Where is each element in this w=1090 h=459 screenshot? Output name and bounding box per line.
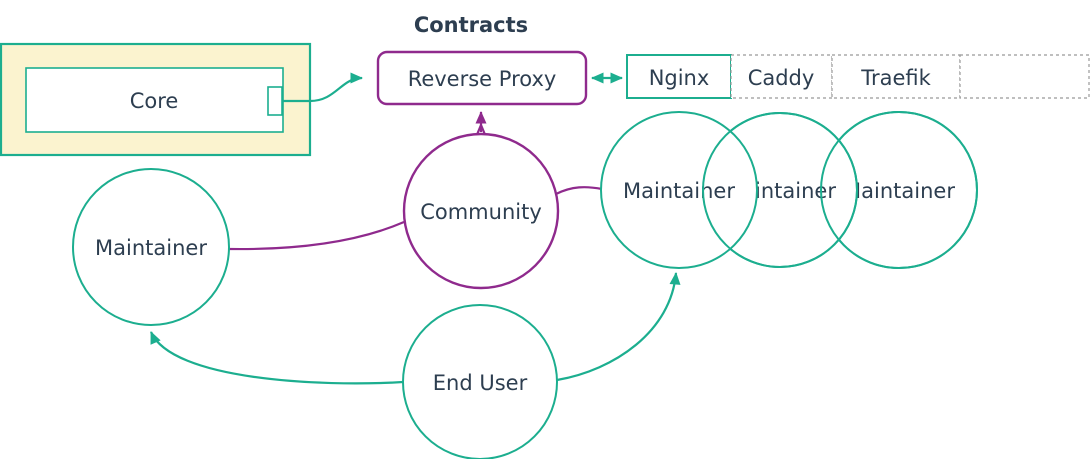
end-user-label: End User (433, 371, 528, 395)
end-user-circle (402, 304, 558, 459)
proxy-cell-traefik-label: Traefik (860, 66, 931, 90)
maintainer-right-3-outline (820, 111, 978, 269)
edge-core-to-reverse-proxy (282, 72, 363, 103)
proxy-cell-nginx-label: Nginx (649, 66, 710, 90)
edge-community-to-maintainer-right (555, 186, 603, 195)
reverse-proxy-label: Reverse Proxy (408, 67, 557, 91)
reverse-proxy-node: Reverse Proxy (376, 50, 588, 106)
community-circle (402, 132, 560, 290)
maintainer-left-node: Maintainer (72, 168, 230, 326)
maintainer-right-2-outline (702, 112, 858, 268)
core-port (267, 86, 283, 116)
maintainer-right-1-circle (600, 111, 758, 269)
proxy-cell-caddy-label: Caddy (748, 66, 815, 90)
proxy-cell-traefik (831, 54, 961, 99)
edge-maintainer-left-to-community (228, 220, 405, 251)
maintainer-right-3-label: Maintainer (843, 179, 955, 203)
maintainer-right-1-label: Maintainer (623, 179, 735, 203)
community-label: Community (420, 200, 542, 224)
reverse-proxy-box (376, 50, 588, 106)
core-container: Core (0, 42, 312, 157)
edge-end-user-to-maintainer-right (556, 272, 681, 382)
edge-end-user-to-maintainer-left (149, 331, 404, 385)
proxy-cell-empty (959, 54, 1090, 99)
core-node-box (25, 67, 284, 133)
community-node: Community (402, 132, 560, 290)
core-node-label: Core (130, 89, 179, 113)
maintainer-left-circle (72, 168, 230, 326)
end-user-node: End User (402, 304, 558, 459)
proxy-row: Nginx Caddy Traefik (626, 54, 1090, 99)
maintainers-right-group: Maintainer Maintainer Maintainer (600, 111, 978, 269)
maintainer-left-label: Maintainer (95, 236, 207, 260)
diagram-title: Contracts (414, 13, 528, 37)
